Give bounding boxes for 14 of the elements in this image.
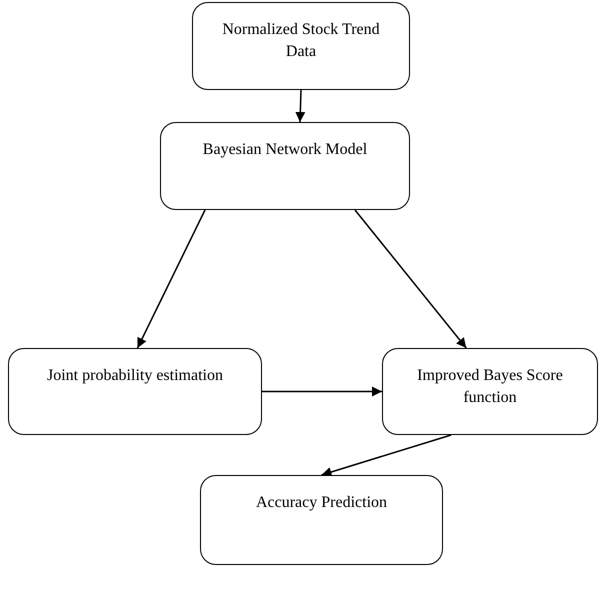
box-label: Normalized Stock Trend Data	[221, 20, 381, 62]
process-box	[192, 2, 410, 90]
process-box	[160, 122, 410, 210]
box-label: Accuracy Prediction	[256, 493, 388, 513]
arrow	[136, 210, 206, 348]
arrow	[354, 210, 467, 348]
process-box	[200, 475, 443, 565]
arrow	[262, 386, 382, 396]
process-box	[8, 348, 262, 435]
box-label: Improved Bayes Score function	[416, 366, 564, 408]
arrow	[295, 90, 306, 122]
process-box	[382, 348, 598, 435]
box-label: Joint probability estimation	[47, 366, 223, 386]
box-label: Bayesian Network Model	[202, 140, 368, 160]
